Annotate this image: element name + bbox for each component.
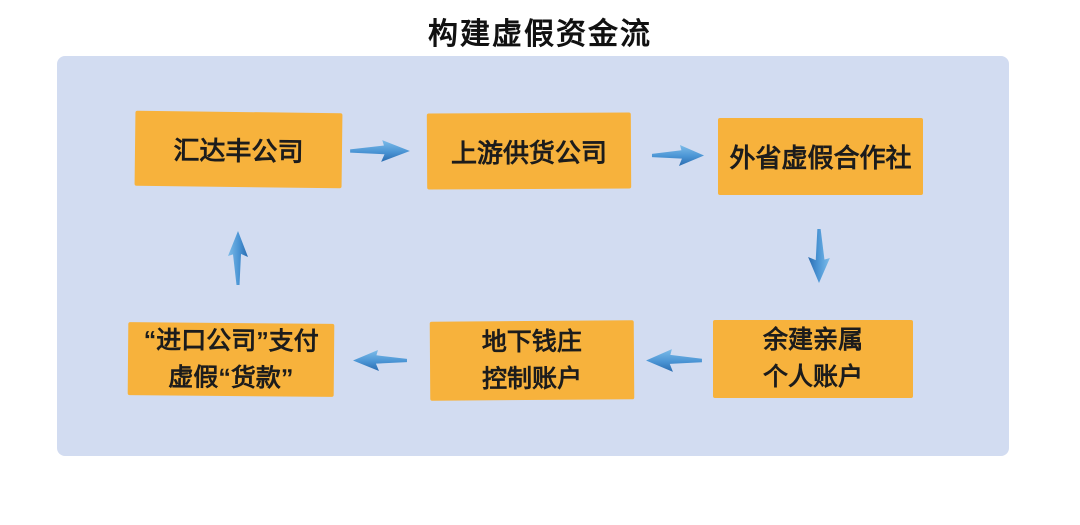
- node-yujian-relatives-accounts: 余建亲属 个人账户: [713, 320, 913, 398]
- node-label: 汇达丰公司: [173, 135, 304, 167]
- node-label-line1: “进口公司”支付: [143, 325, 319, 356]
- node-label-line2: 虚假“货款”: [168, 362, 294, 393]
- flow-arrow-left-icon: [645, 348, 703, 373]
- node-out-province-fake-cooperative: 外省虚假合作社: [718, 118, 923, 195]
- node-label-line2: 控制账户: [482, 364, 583, 393]
- node-label-line1: 地下钱庄: [481, 327, 582, 356]
- node-underground-bank-accounts: 地下钱庄 控制账户: [429, 320, 635, 401]
- node-upstream-supplier: 上游供货公司: [426, 112, 632, 190]
- flow-arrow-right-icon: [349, 139, 411, 163]
- flow-arrow-down-icon: [806, 228, 832, 284]
- node-label-line2: 个人账户: [762, 363, 863, 391]
- node-huidafeng-company: 汇达丰公司: [134, 110, 343, 189]
- node-label: 外省虚假合作社: [729, 143, 912, 173]
- diagram-title: 构建虚假资金流: [428, 18, 652, 51]
- node-import-company-fake-payment: “进口公司”支付 虚假“货款”: [127, 322, 335, 397]
- flow-arrow-up-icon: [226, 230, 250, 286]
- node-label-line1: 余建亲属: [762, 326, 863, 354]
- node-label: 上游供货公司: [450, 137, 608, 168]
- flow-arrow-right-icon: [651, 144, 705, 167]
- flow-arrow-left-icon: [352, 349, 408, 372]
